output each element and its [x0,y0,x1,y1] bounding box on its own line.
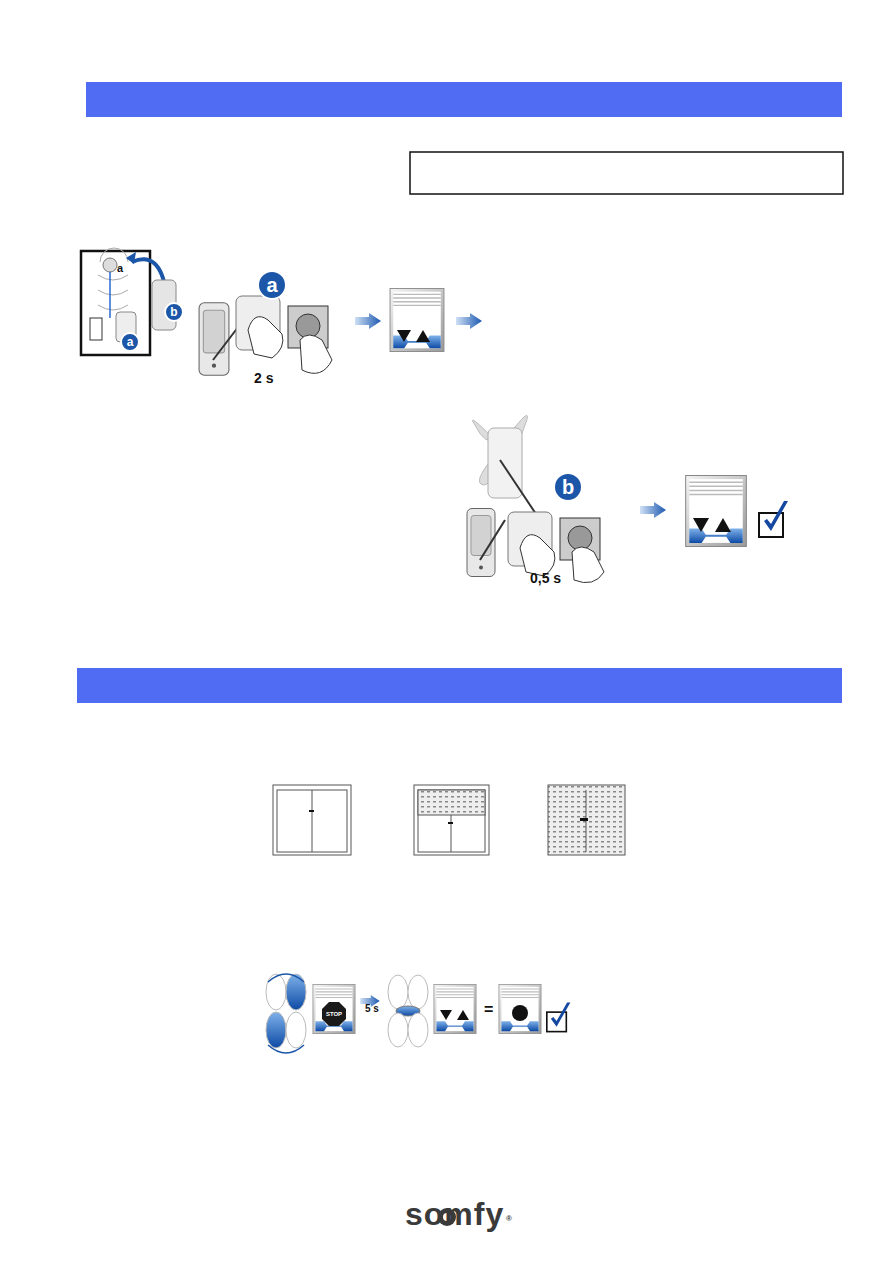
duration-label: 2 s [254,370,273,386]
node-text: a [127,336,134,348]
registered-mark: ® [506,1214,512,1223]
node-text: STOP [326,1011,342,1017]
brand-logo: somfy [405,1196,504,1233]
step-badge: a [257,270,287,300]
equals-sign: = [484,1001,493,1019]
node-text: b [562,477,574,497]
step-badge: b [164,302,184,322]
step-badge: b [553,472,583,502]
node-text: a [266,275,277,295]
node-text: b [170,306,177,318]
stop-octagon: STOP [322,1002,346,1026]
callout-letter: a [117,262,123,274]
duration-label: 0,5 s [530,570,561,586]
duration-label: 5 s [365,1003,379,1014]
step-badge: a [120,332,140,352]
